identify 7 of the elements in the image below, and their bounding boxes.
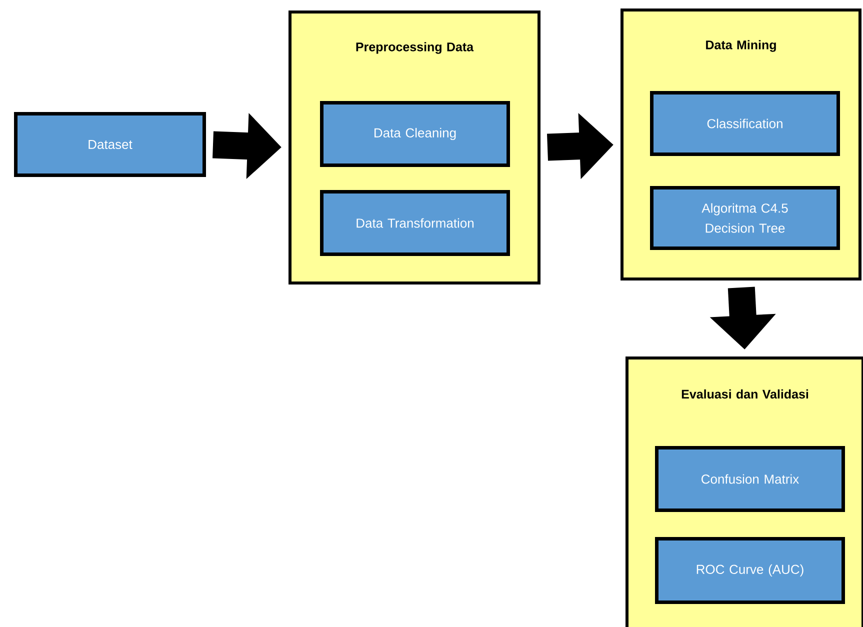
process-box: Algoritma C4.5 Decision Tree — [650, 186, 840, 250]
process-box: ROC Curve (AUC) — [655, 537, 845, 604]
process-box: Data Transformation — [320, 190, 510, 256]
process-box: Dataset — [14, 112, 206, 177]
process-box: Confusion Matrix — [655, 446, 845, 512]
process-box: Classification — [650, 91, 840, 156]
process-box: Data Cleaning — [320, 101, 510, 167]
